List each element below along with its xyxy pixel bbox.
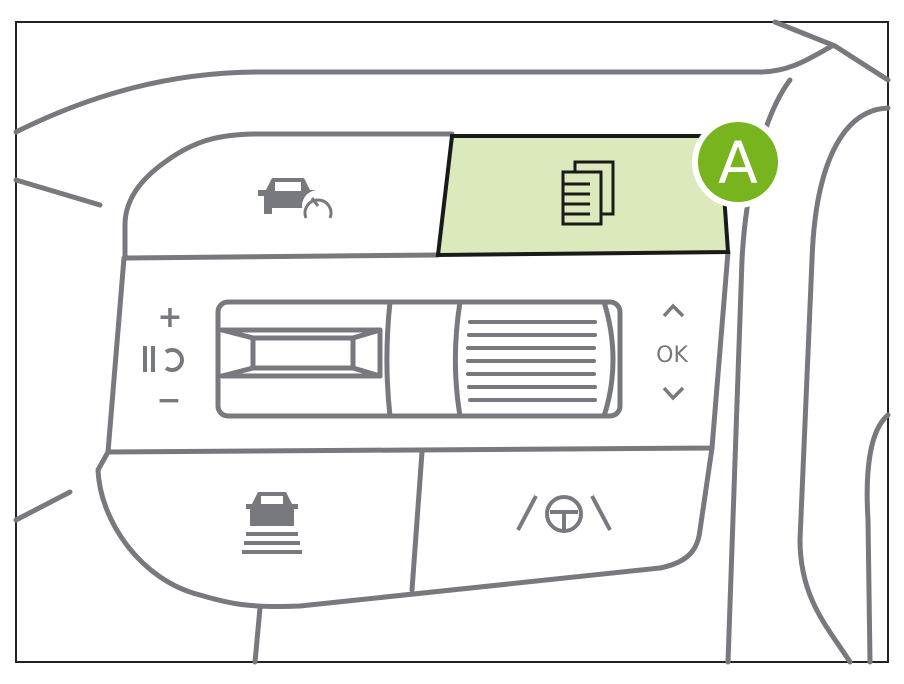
ok-label: OK <box>656 343 688 368</box>
volume-up-label: + <box>157 300 182 335</box>
chevron-up-icon <box>662 303 685 318</box>
scroll-wheel[interactable] <box>215 299 623 419</box>
left-volume-controls[interactable]: + − <box>143 300 184 418</box>
chevron-down-icon <box>662 386 685 401</box>
steering-wheel-lanes-icon <box>516 495 612 533</box>
car-speedometer-icon <box>258 178 334 222</box>
message-list-button[interactable] <box>435 134 731 258</box>
volume-down-label: − <box>156 383 181 418</box>
wheel-grip-lines <box>466 320 597 402</box>
pause-replay-icon <box>143 346 184 372</box>
lane-following-button[interactable] <box>242 492 302 554</box>
highway-driving-assist-button[interactable] <box>516 495 612 533</box>
adaptive-cruise-button[interactable] <box>258 178 334 222</box>
button-panel <box>95 131 731 610</box>
callout-badge-a: A <box>692 116 784 208</box>
callout-label: A <box>718 129 758 197</box>
documents-icon <box>561 160 615 226</box>
car-lane-icon <box>242 492 302 554</box>
right-nav-controls[interactable]: OK <box>656 303 688 401</box>
frame <box>15 21 889 663</box>
